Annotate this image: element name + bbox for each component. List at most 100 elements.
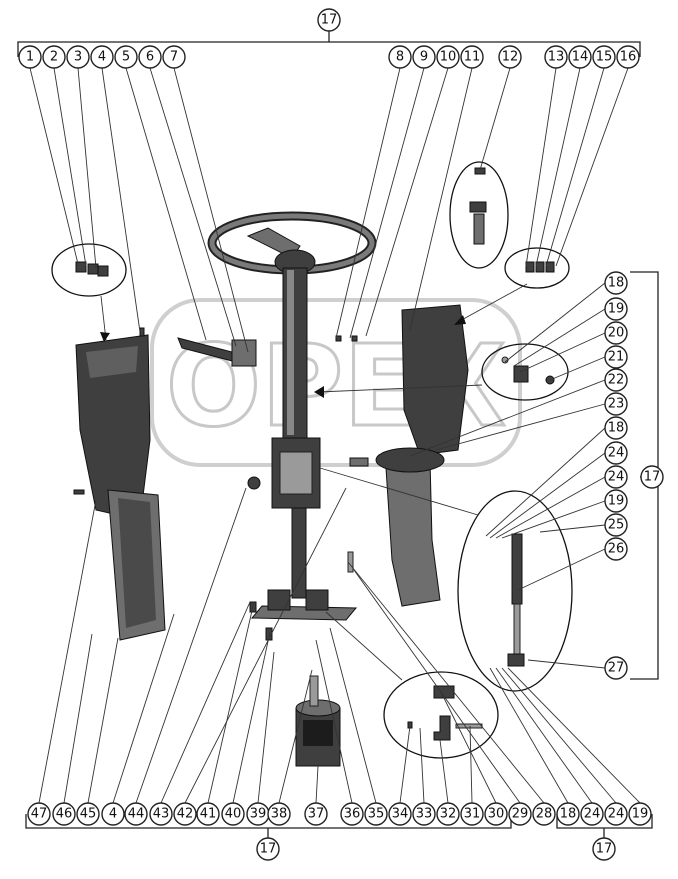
callout-bottom-24: 24 [604, 802, 628, 826]
callout-bottom-43: 43 [149, 802, 173, 826]
callout-top-11: 11 [460, 45, 484, 69]
leader-line [53, 67, 87, 267]
callout-label: 35 [368, 807, 385, 822]
leader-line [257, 651, 275, 804]
callout-label: 30 [488, 807, 505, 822]
callout-circle [436, 802, 460, 826]
leader-line [479, 67, 511, 171]
callout-bottom-39: 39 [246, 802, 270, 826]
callout-top-8: 8 [388, 45, 412, 69]
callout-bottom-28: 28 [532, 802, 556, 826]
callout-label: 16 [620, 50, 637, 65]
ignition-key [469, 167, 487, 245]
callout-label: 19 [608, 302, 625, 317]
callout-label: 18 [608, 276, 625, 291]
leader-line [419, 727, 425, 804]
steering-unit [295, 675, 341, 767]
leader-line [501, 500, 606, 539]
callout-circle [18, 45, 42, 69]
callout-circle [412, 802, 436, 826]
callout-bottom-29: 29 [508, 802, 532, 826]
detail-oval-indicators [504, 247, 570, 289]
callout-circle [90, 45, 114, 69]
callout-label: 24 [584, 807, 601, 822]
callout-bottom-42: 42 [173, 802, 197, 826]
callout-right-24: 24 [604, 465, 628, 489]
callout-bottom-34: 34 [388, 802, 412, 826]
leader-line [353, 569, 521, 804]
callout-label: 24 [608, 807, 625, 822]
callout-top-1: 1 [18, 45, 42, 69]
callout-label: 6 [146, 50, 154, 65]
callout-label: 7 [170, 50, 178, 65]
callout-circle [27, 802, 51, 826]
assembly-arrows [100, 283, 528, 681]
leader-line [77, 67, 97, 269]
callout-circle [544, 45, 568, 69]
callout-label: 2 [50, 50, 58, 65]
leader-line [315, 639, 353, 804]
callout-bracket-bottom-right: 17 [592, 837, 616, 861]
callout-label: 29 [512, 807, 529, 822]
callout-circle [616, 45, 640, 69]
callout-label: 22 [608, 373, 625, 388]
callout-label: 32 [440, 807, 457, 822]
callout-circle [604, 271, 628, 295]
leader-line [501, 667, 617, 804]
callout-circle [604, 465, 628, 489]
leader-line [504, 282, 606, 363]
callout-label: 17 [260, 842, 277, 857]
leader-line [125, 67, 207, 341]
callout-top-13: 13 [544, 45, 568, 69]
callout-circle [149, 802, 173, 826]
leader-line [160, 601, 251, 804]
callout-circle [52, 802, 76, 826]
callout-circle [173, 802, 197, 826]
callout-label: 4 [98, 50, 106, 65]
callout-label: 39 [250, 807, 267, 822]
callout-bottom-35: 35 [364, 802, 388, 826]
callout-right-24: 24 [604, 441, 628, 465]
leader-line [135, 487, 247, 804]
callout-label: 40 [225, 807, 242, 822]
callout-bottom-41: 41 [196, 802, 220, 826]
callout-circle [388, 45, 412, 69]
callout-label: 27 [608, 661, 625, 676]
indicator-lamps [525, 261, 555, 273]
callout-bracket-bottom-left: 17 [256, 837, 280, 861]
leader-line [63, 633, 93, 804]
callout-right-21: 21 [604, 345, 628, 369]
callout-top-5: 5 [114, 45, 138, 69]
leader-line [409, 67, 473, 331]
switch-knobs [75, 261, 109, 277]
leader-line [489, 452, 606, 539]
leader-line [315, 765, 319, 804]
leader-line [545, 67, 605, 267]
callout-label: 5 [122, 50, 130, 65]
callout-right-20: 20 [604, 321, 628, 345]
callout-top-4: 4 [90, 45, 114, 69]
callout-label: 46 [56, 807, 73, 822]
callout-circle [568, 45, 592, 69]
callout-top-3: 3 [66, 45, 90, 69]
callout-circle [221, 802, 245, 826]
callout-top-15: 15 [592, 45, 616, 69]
callout-label: 19 [608, 494, 625, 509]
callout-label: 11 [464, 50, 481, 65]
callout-label: 19 [632, 807, 649, 822]
mounting-plate [250, 589, 358, 621]
leader-line [525, 67, 557, 267]
callout-circle [138, 45, 162, 69]
callout-right-25: 25 [604, 513, 628, 537]
leader-line [555, 67, 629, 267]
leader-line [519, 332, 606, 373]
leader-line [439, 739, 449, 804]
leader-line [101, 67, 141, 333]
callout-label: 1 [26, 50, 34, 65]
callout-circle [412, 45, 436, 69]
callout-circle [604, 345, 628, 369]
callout-circle [604, 368, 628, 392]
leader-line [513, 308, 606, 367]
